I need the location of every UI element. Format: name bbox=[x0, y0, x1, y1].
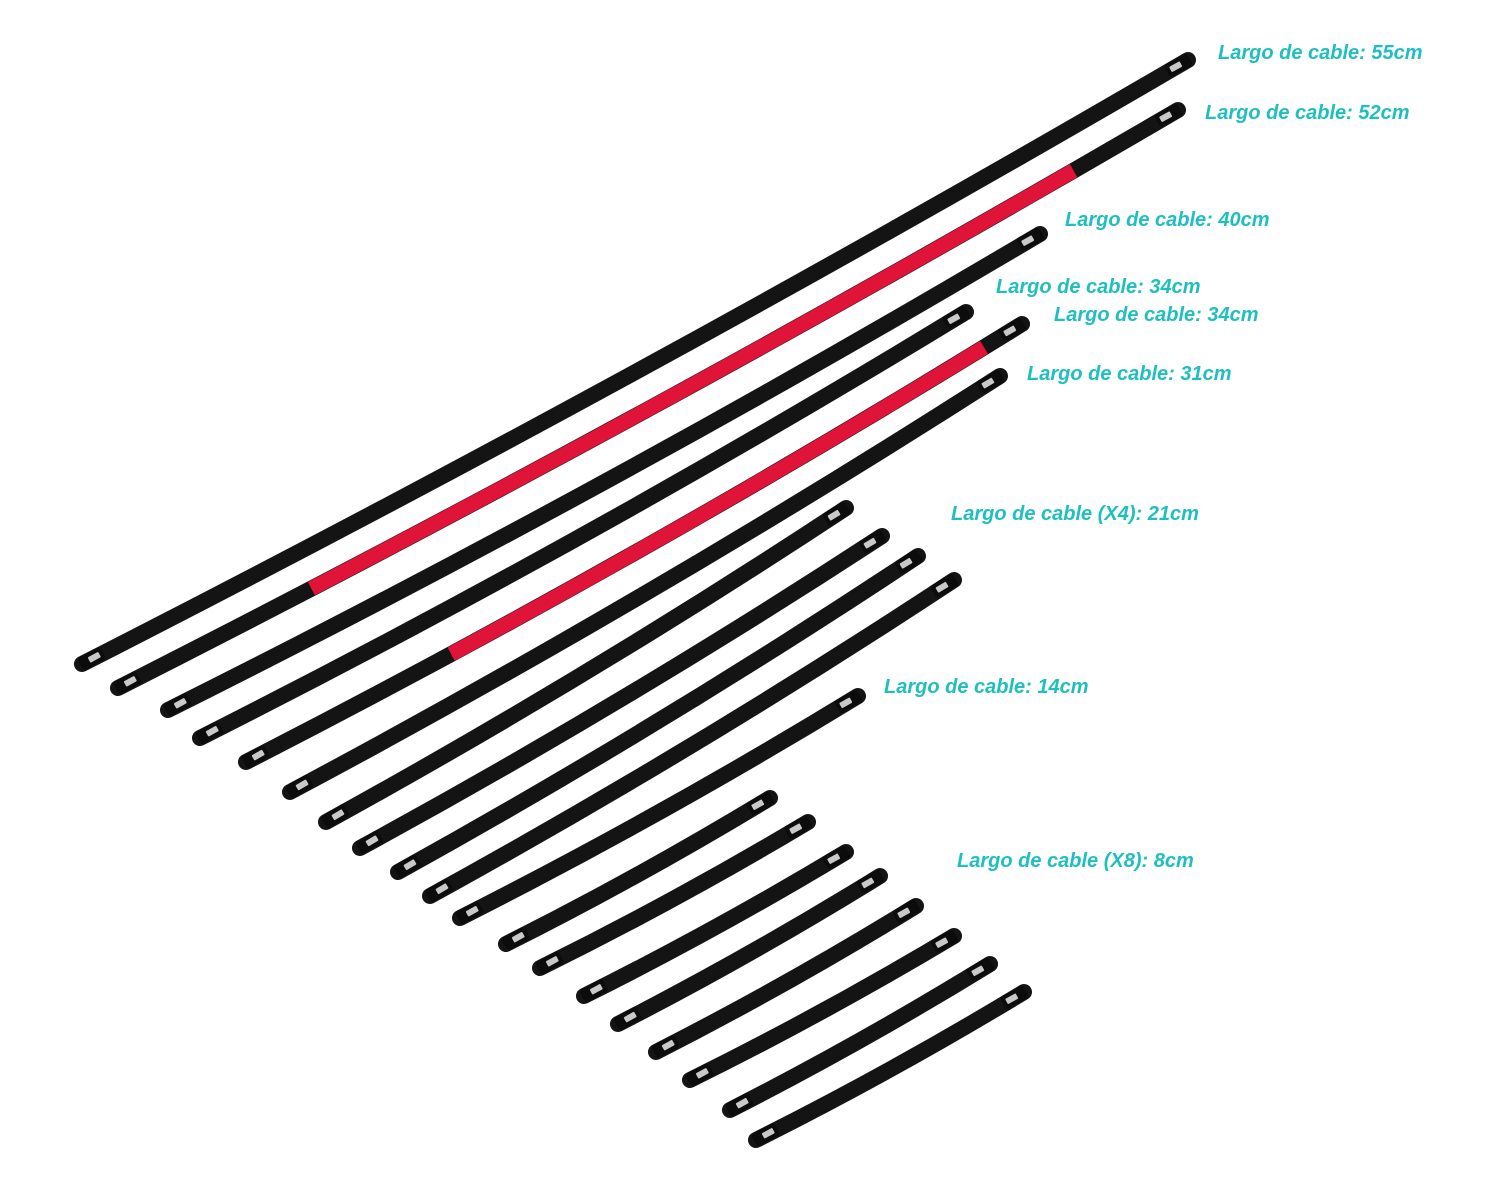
cable-wire bbox=[160, 226, 1048, 718]
connector-end-right bbox=[822, 502, 851, 526]
connector-end-left bbox=[725, 1093, 754, 1116]
connector-end-left bbox=[355, 830, 384, 854]
connector-end-right bbox=[834, 689, 863, 713]
cable-9 bbox=[390, 548, 926, 880]
red-sleeve bbox=[447, 340, 988, 661]
cable-wire bbox=[192, 304, 974, 746]
connector-end-right bbox=[942, 305, 971, 329]
connector-end-right bbox=[976, 370, 1005, 394]
connector-end-right bbox=[966, 958, 995, 981]
cable-16 bbox=[648, 898, 924, 1060]
cable-wire bbox=[748, 984, 1032, 1148]
connector-end-right bbox=[858, 530, 887, 554]
cable-wire bbox=[532, 814, 816, 976]
cable-15 bbox=[610, 868, 888, 1032]
cable-length-label-55cm: Largo de cable: 55cm bbox=[1218, 42, 1423, 64]
connector-end-left bbox=[455, 901, 484, 925]
cable-19 bbox=[748, 984, 1032, 1148]
cable-wire bbox=[610, 868, 888, 1032]
cable-wire bbox=[282, 368, 1008, 800]
cable-length-label-34cm-a: Largo de cable: 34cm bbox=[996, 276, 1201, 298]
red-sleeve bbox=[307, 164, 1078, 596]
cable-length-label-40cm: Largo de cable: 40cm bbox=[1065, 209, 1270, 231]
cable-length-label-14cm: Largo de cable: 14cm bbox=[884, 676, 1089, 698]
connector-end-right bbox=[892, 900, 921, 923]
connector-end-right bbox=[1164, 53, 1193, 77]
cable-wire bbox=[74, 52, 1196, 672]
cable-6 bbox=[282, 368, 1008, 800]
cable-wire bbox=[452, 688, 866, 926]
cable-wire bbox=[352, 528, 890, 856]
cable-3 bbox=[160, 226, 1048, 718]
connector-end-left bbox=[163, 693, 192, 717]
connector-end-right bbox=[784, 815, 813, 839]
connector-end-left bbox=[195, 721, 224, 745]
connector-end-right bbox=[930, 574, 959, 598]
cable-2 bbox=[110, 102, 1186, 696]
connector-end-left bbox=[651, 1035, 680, 1058]
cable-wire bbox=[682, 928, 962, 1088]
connector-end-left bbox=[285, 774, 314, 798]
connector-end-left bbox=[613, 1007, 642, 1030]
connector-end-right bbox=[746, 791, 775, 815]
cable-11 bbox=[452, 688, 866, 926]
cable-1 bbox=[74, 52, 1196, 672]
cable-length-label-21cm-x4: Largo de cable (X4): 21cm bbox=[951, 503, 1199, 525]
cable-wire bbox=[722, 956, 998, 1118]
connector-end-left bbox=[321, 804, 350, 828]
cable-8 bbox=[352, 528, 890, 856]
connector-end-left bbox=[241, 745, 270, 768]
connector-end-left bbox=[501, 927, 530, 951]
connector-end-right bbox=[1154, 103, 1183, 127]
connector-end-right bbox=[930, 929, 959, 953]
connector-end-left bbox=[535, 951, 564, 975]
connector-end-left bbox=[113, 671, 142, 695]
connector-end-right bbox=[856, 870, 885, 893]
cable-wire bbox=[318, 500, 854, 830]
connector-end-left bbox=[685, 1063, 714, 1087]
connector-end-left bbox=[393, 854, 422, 878]
cable-12 bbox=[498, 790, 778, 952]
cable-wire bbox=[422, 572, 962, 904]
cable-18 bbox=[722, 956, 998, 1118]
cable-17 bbox=[682, 928, 962, 1088]
connector-end-right bbox=[1016, 227, 1045, 251]
cable-wire bbox=[390, 548, 926, 880]
cable-5 bbox=[238, 316, 1030, 770]
connector-end-right bbox=[1000, 985, 1029, 1009]
cable-13 bbox=[532, 814, 816, 976]
cable-7 bbox=[318, 500, 854, 830]
connector-end-right bbox=[998, 318, 1027, 341]
cable-length-label-34cm-b: Largo de cable: 34cm bbox=[1054, 304, 1259, 326]
connector-end-left bbox=[425, 878, 454, 902]
cable-length-label-31cm: Largo de cable: 31cm bbox=[1027, 363, 1232, 385]
cable-wire bbox=[498, 790, 778, 952]
cable-length-label-8cm-x8: Largo de cable (X8): 8cm bbox=[957, 850, 1194, 872]
connector-end-right bbox=[822, 845, 851, 869]
connector-end-left bbox=[751, 1123, 780, 1147]
cable-length-label-52cm: Largo de cable: 52cm bbox=[1205, 102, 1410, 124]
connector-end-right bbox=[894, 550, 923, 574]
connector-end-left bbox=[77, 647, 106, 671]
cable-14 bbox=[576, 844, 854, 1004]
cable-10 bbox=[422, 572, 962, 904]
cable-wire bbox=[648, 898, 924, 1060]
cable-4 bbox=[192, 304, 974, 746]
connector-end-left bbox=[579, 979, 608, 1003]
cable-wire bbox=[576, 844, 854, 1004]
